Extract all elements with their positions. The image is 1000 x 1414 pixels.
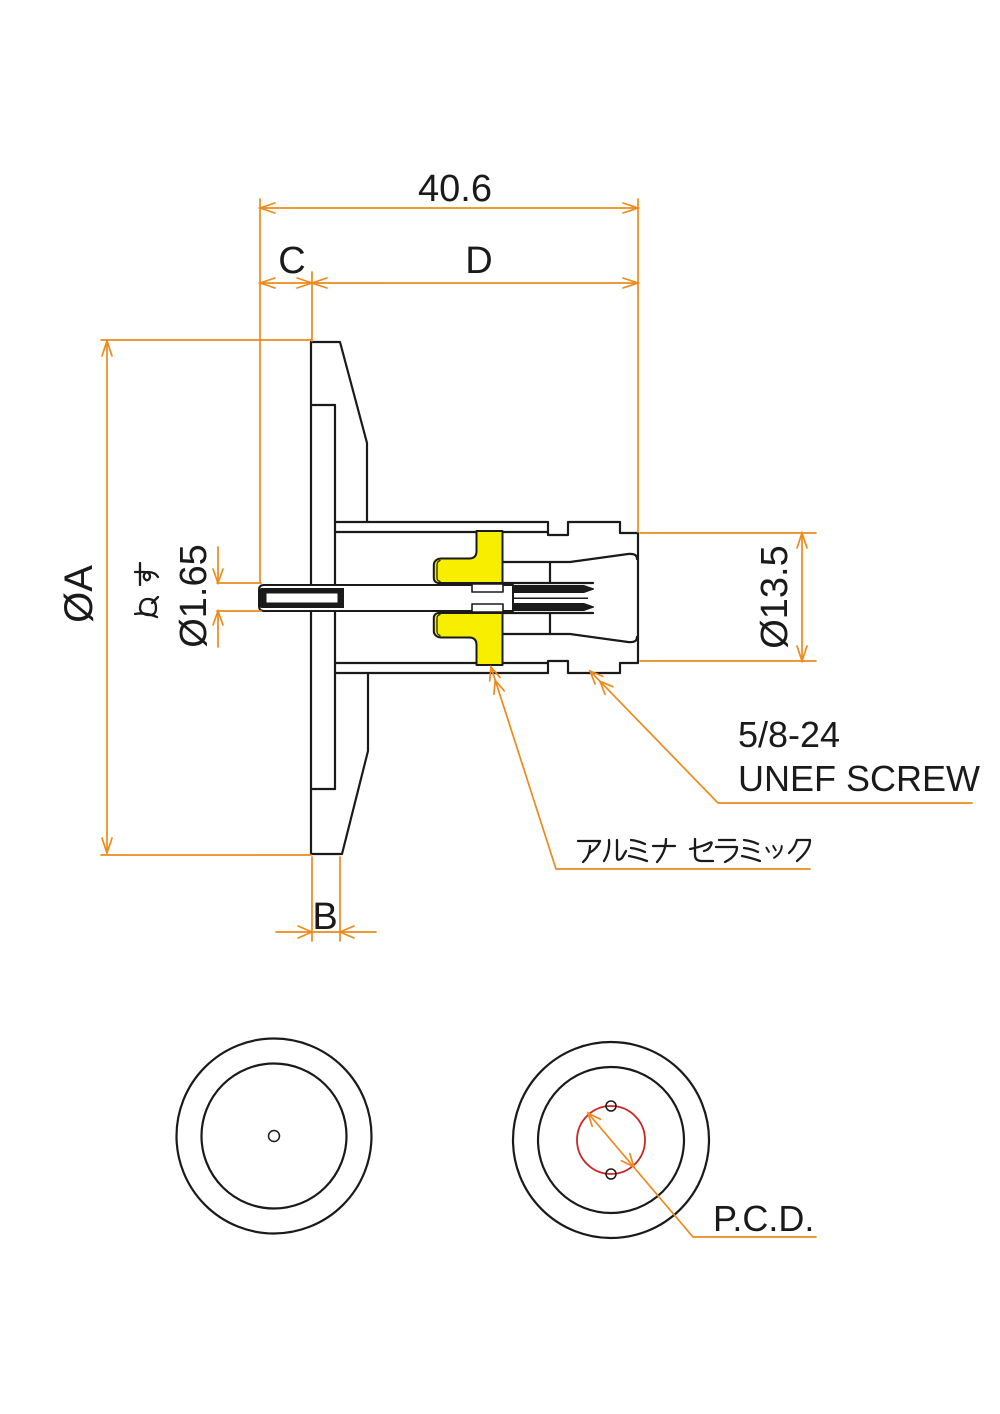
- flange-inner-circle: [536, 1065, 686, 1215]
- front-view-left: [175, 1037, 373, 1235]
- dim-flange-lip: [275, 925, 377, 939]
- dim-overall-length: [257, 202, 641, 214]
- kana-mi2: [740, 838, 762, 863]
- pcd-label: P.C.D.: [713, 1198, 814, 1239]
- kana-a: [576, 839, 602, 864]
- center-pin: [258, 584, 514, 612]
- kana-na: [651, 837, 677, 864]
- socket-contact: [513, 585, 594, 611]
- dim-connector-diameter: [796, 530, 808, 664]
- screw-spec-line1: 5/8-24: [738, 714, 840, 755]
- dim-d-label: D: [465, 240, 492, 282]
- callout-unef-screw-leader: [588, 669, 973, 804]
- kana-ru: [602, 838, 628, 863]
- section-view: [258, 340, 640, 856]
- dim-c-label: C: [278, 240, 305, 282]
- bolt-hole-bottom: [605, 1168, 617, 1180]
- kana-mi: [627, 838, 649, 863]
- kana-me: [133, 595, 160, 619]
- front-view-right: [511, 1040, 711, 1240]
- kana-ku: [787, 838, 812, 863]
- labels: 40.6 C D ØA Ø1.65 Ø13.5 5/8-24 UNEF SCRE…: [57, 168, 980, 1239]
- flange-lip-label: B: [312, 896, 337, 938]
- kana-small-tsu: [765, 844, 783, 859]
- dim-c-d: [257, 277, 641, 289]
- dim-flange-diameter: [101, 338, 113, 856]
- bolt-hole-top: [605, 1100, 617, 1112]
- center-pin-hole: [267, 1129, 281, 1143]
- screw-spec-line2: UNEF SCREW: [738, 758, 980, 799]
- alumina-insulator: [432, 530, 504, 666]
- callout-pcd-leader: [586, 1111, 817, 1238]
- contact-cavity-outline: [501, 552, 639, 644]
- flange-diameter-label: ØA: [57, 565, 101, 623]
- flange-outer-circle: [175, 1037, 373, 1235]
- callout-alumina-leader: [488, 664, 811, 870]
- pin-diameter-label: Ø1.65: [173, 544, 215, 648]
- callout-alumina-label: アルミナ セラミック: [576, 837, 812, 864]
- connector-diameter-label: Ø13.5: [754, 545, 796, 649]
- flange-outer-circle: [511, 1040, 711, 1240]
- pcd-circle: [576, 1105, 646, 1175]
- kana-su: [133, 561, 160, 587]
- dim-pin-diameter: [212, 546, 224, 648]
- label-mesu: めす: [133, 561, 160, 619]
- flange-inner-circle: [200, 1062, 348, 1210]
- kana-ra: [714, 838, 739, 864]
- overall-length-value: 40.6: [418, 168, 492, 210]
- kana-se: [688, 837, 715, 863]
- body-outline: [333, 520, 640, 675]
